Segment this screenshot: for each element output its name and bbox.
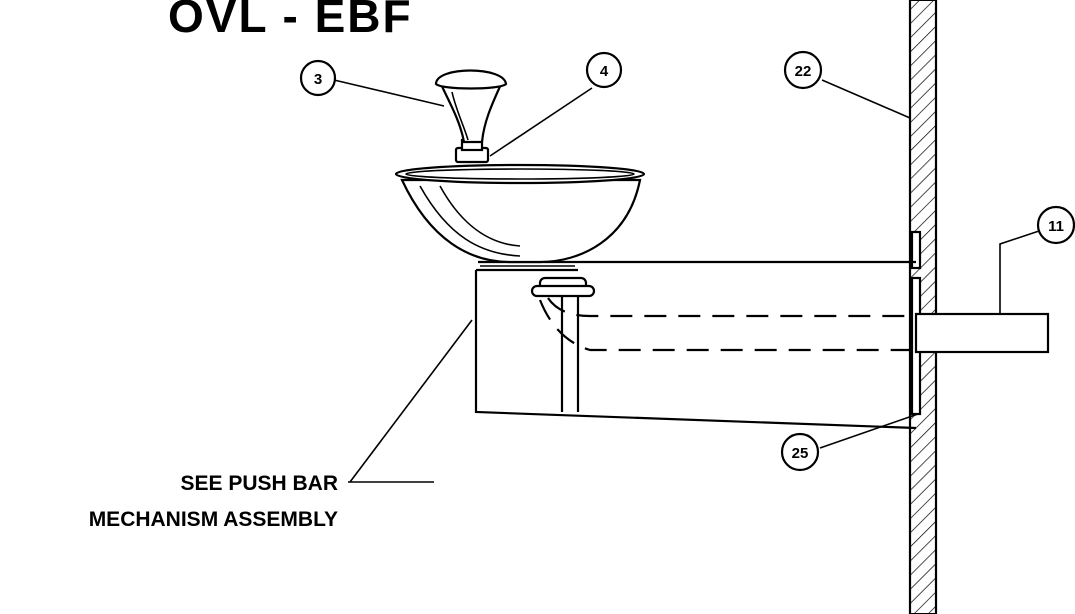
callout-bubble-3: 3 bbox=[299, 59, 337, 97]
callout-label-25: 25 bbox=[792, 445, 809, 462]
fountain-housing bbox=[474, 260, 917, 430]
fountain-bowl bbox=[394, 163, 646, 264]
callout-label-11: 11 bbox=[1048, 218, 1064, 235]
callout-label-3: 3 bbox=[314, 71, 322, 88]
leader-lines bbox=[333, 79, 1049, 483]
callout-label-22: 22 bbox=[795, 63, 812, 80]
push-bar-note: SEE PUSH BAR MECHANISM ASSEMBLY bbox=[89, 472, 338, 531]
hidden-supply-lines bbox=[538, 297, 916, 352]
wall bbox=[908, 0, 938, 614]
callout-bubble-11: 11 bbox=[1036, 205, 1075, 245]
push-button bbox=[434, 69, 508, 164]
supply-pipe bbox=[914, 312, 1050, 354]
diagram-title: OVL - EBF bbox=[168, 0, 413, 42]
callout-bubble-22: 22 bbox=[783, 50, 823, 90]
callout-bubble-25: 25 bbox=[780, 432, 820, 472]
callout-label-4: 4 bbox=[600, 63, 609, 80]
note-line-2: MECHANISM ASSEMBLY bbox=[89, 508, 338, 531]
note-line-1: SEE PUSH BAR bbox=[180, 472, 338, 495]
callout-bubble-4: 4 bbox=[585, 51, 623, 89]
